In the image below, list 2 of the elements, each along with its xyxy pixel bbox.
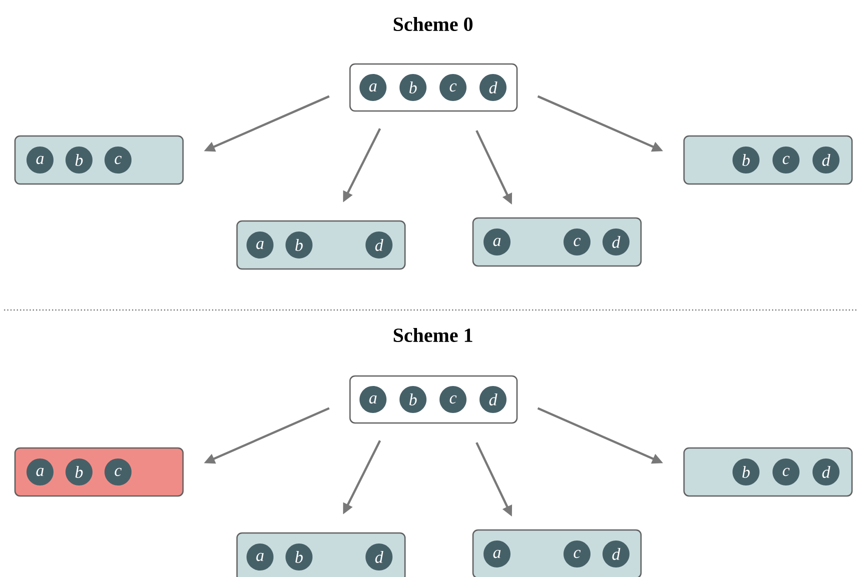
- scheme-title: Scheme 1: [394, 328, 472, 342]
- scheme-title: Scheme 0: [394, 16, 473, 32]
